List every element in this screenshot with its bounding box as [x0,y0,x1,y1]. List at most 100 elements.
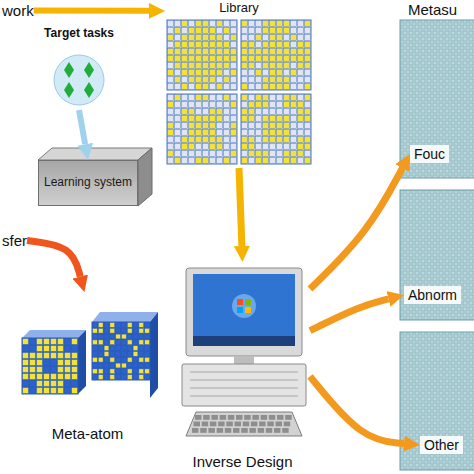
illustration-part [93,363,98,368]
illustration-part [210,35,216,41]
illustration-part [116,352,121,357]
illustration-part [104,375,109,380]
illustration-part [263,144,269,150]
illustration-part [277,35,283,41]
illustration-part [116,363,121,368]
illustration-part [196,109,202,115]
illustration-part [168,84,174,90]
node-text: Fouc [414,146,445,162]
illustration-part [305,137,311,143]
illustration-part [242,70,248,76]
illustration-part [249,84,255,90]
illustration-part [256,70,262,76]
illustration-part [284,21,290,27]
target-circle: Target tasks [35,26,123,110]
illustration-part [72,367,78,373]
illustration-part [217,123,223,129]
illustration-part [196,151,202,157]
illustration-part [189,63,195,69]
illustration-part [217,77,223,83]
illustration-part [305,28,311,34]
illustration-part [127,323,132,328]
node-text: work [2,2,34,19]
illustration-part [189,109,195,115]
illustration-part [139,363,144,368]
illustration-part [263,35,269,41]
illustration-part [72,339,78,345]
illustration-part [249,109,255,115]
illustration-part [203,21,209,27]
illustration-part [249,49,255,55]
illustration-part [218,422,225,427]
illustration-part [133,369,138,374]
illustration-part [168,63,174,69]
illustration-part [305,144,311,150]
illustration-part [224,35,230,41]
illustration-part [249,95,255,101]
illustration-part [270,130,276,136]
metasurface-label: Other [420,436,463,454]
illustration-part [305,116,311,122]
illustration-part [224,49,230,55]
illustration-part [277,151,283,157]
illustration-part [51,339,57,345]
illustration-part [127,346,132,351]
library-tiles [167,20,311,164]
illustration-part [150,312,158,398]
illustration-part [270,109,276,115]
illustration-part [23,367,29,373]
illustration-part [224,116,230,122]
pattern-tile [167,94,237,164]
illustration-part [203,56,209,62]
illustration-part [291,28,297,34]
illustration-part [284,116,290,122]
illustration-part [145,375,150,380]
node-text: Other [424,437,459,453]
illustration-part [284,158,290,164]
illustration-part [305,56,311,62]
illustration-part [291,130,297,136]
illustration-part [139,328,144,333]
illustration-part [93,352,98,357]
illustration-part [175,137,181,143]
illustration-part [217,35,223,41]
illustration-part [168,102,174,108]
illustration-part [194,422,201,427]
illustration-part [241,20,311,90]
illustration-part [65,367,71,373]
illustration-part [298,137,304,143]
illustration-part [122,346,127,351]
illustration-part [37,346,43,352]
illustration-part [224,21,230,27]
illustration-part [116,375,121,380]
illustration-part [256,95,262,101]
illustration-part [231,70,237,76]
illustration-part [231,102,237,108]
illustration-part [127,340,132,345]
illustration-part [203,109,209,115]
illustration-part [122,328,127,333]
illustration-part [259,422,266,427]
illustration-part [277,21,283,27]
illustration-part [291,109,297,115]
illustration-part [182,95,188,101]
illustration-part [139,375,144,380]
illustration-part [133,346,138,351]
illustration-part [23,339,29,345]
illustration-part [284,130,290,136]
illustration-part [210,63,216,69]
illustration-part [44,381,50,387]
illustration-part [277,95,283,101]
illustration-part [182,28,188,34]
illustration-part [30,367,36,373]
illustration-part [44,339,50,345]
illustration-part [263,102,269,108]
illustration-part [44,346,50,352]
illustration-part [249,42,255,48]
illustration-part [277,28,283,34]
illustration-part [224,109,230,115]
illustration-part [298,21,304,27]
illustration-part [175,56,181,62]
illustration-part [270,21,276,27]
illustration-part [249,70,255,76]
